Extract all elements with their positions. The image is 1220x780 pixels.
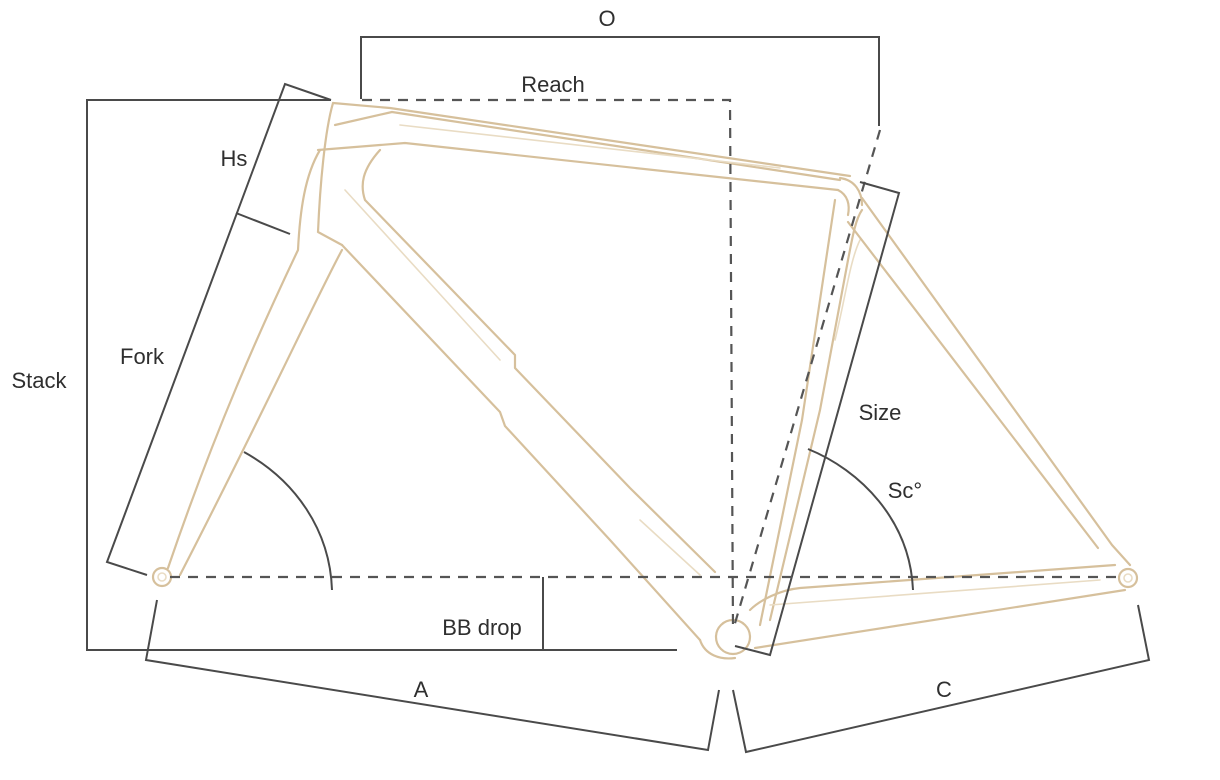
front-dropout <box>151 566 173 588</box>
top-tube-inner-line <box>399 124 781 169</box>
dimension-lines <box>86 36 1151 754</box>
sc-label: Sc° <box>888 478 922 503</box>
seat-angle-arc <box>807 448 914 591</box>
rear-dropout <box>1117 567 1139 589</box>
seat-tube-axis-line <box>731 129 882 631</box>
seat-stay <box>846 196 1132 567</box>
size-label: Size <box>859 400 902 425</box>
chain-stay <box>748 563 1127 650</box>
hs-divider <box>235 212 291 235</box>
seat-cluster <box>836 176 864 217</box>
size-bracket <box>734 181 901 657</box>
a-bracket <box>144 599 720 752</box>
c-label: C <box>936 677 952 702</box>
a-label: A <box>414 677 429 702</box>
fork-blade <box>166 148 344 577</box>
fork-label: Fork <box>120 344 165 369</box>
o-bracket <box>360 36 880 126</box>
bike-frame <box>151 101 1139 660</box>
down-tube-inner-line <box>344 189 701 576</box>
seat-tube-inner-line <box>834 239 861 341</box>
top-tube <box>316 110 842 192</box>
reach-line <box>362 98 735 631</box>
labels: O Reach Hs Stack Fork Size Sc° BB drop A… <box>11 6 952 702</box>
stack-label: Stack <box>11 368 67 393</box>
bb-drop-label: BB drop <box>442 615 522 640</box>
down-tube <box>340 148 717 642</box>
hs-bracket <box>105 82 332 576</box>
hs-label: Hs <box>221 146 248 171</box>
seat-tube <box>758 198 864 627</box>
c-bracket <box>732 604 1151 754</box>
o-label: O <box>598 6 615 31</box>
head-tube <box>316 101 852 247</box>
reach-label: Reach <box>521 72 585 97</box>
stack-bracket <box>86 99 677 651</box>
chain-stay-inner-line <box>769 579 1101 606</box>
head-angle-arc <box>243 451 333 591</box>
